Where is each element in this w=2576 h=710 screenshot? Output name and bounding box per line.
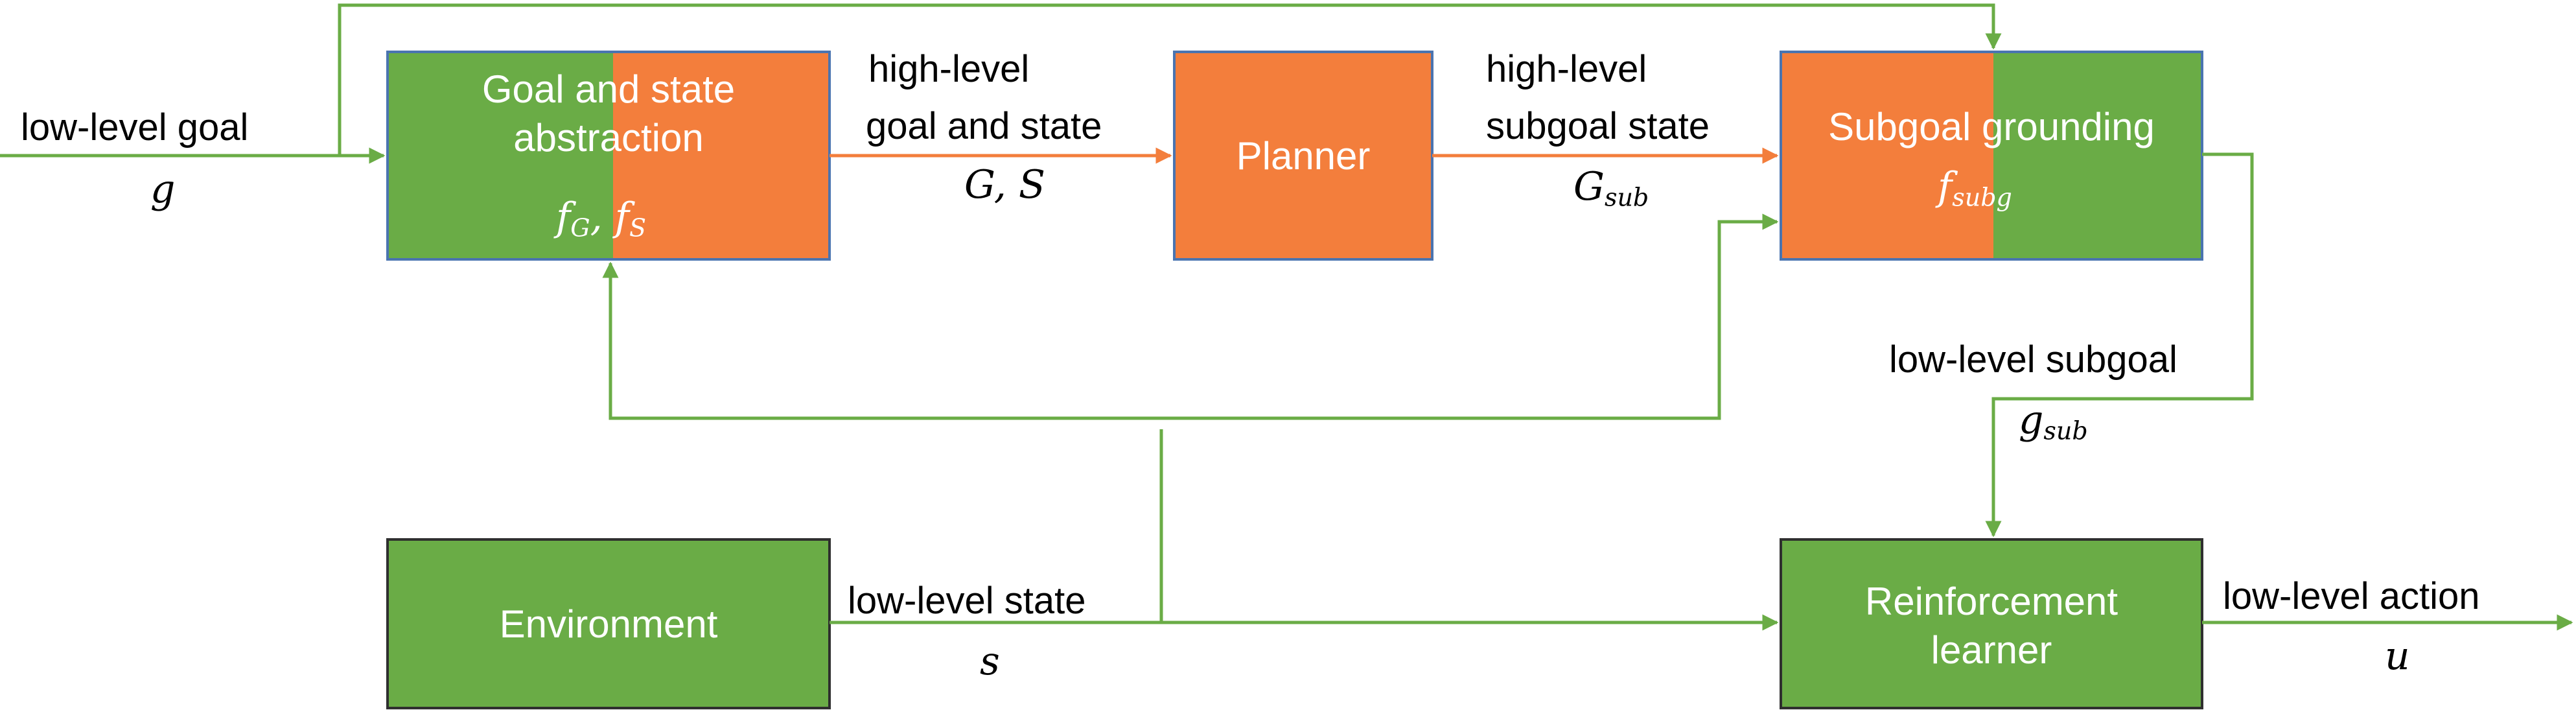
input-goal-label: low-level goal xyxy=(21,106,249,148)
grounding-function: fsubg xyxy=(1938,164,2012,212)
environment-box xyxy=(386,538,831,709)
abstraction-function: fG, fS xyxy=(556,195,646,243)
planner-box xyxy=(1173,51,1433,261)
input-goal-symbol: g xyxy=(150,167,176,212)
low-state-label: low-level state xyxy=(848,580,1086,622)
subgoal-state-label-line1: high-level xyxy=(1486,48,1647,90)
low-subgoal-symbol: gsub xyxy=(2019,397,2088,445)
top-bypass-arrow xyxy=(338,3,2002,156)
learner-label-line1: Reinforcement xyxy=(1864,580,2118,623)
action-symbol: u xyxy=(2385,633,2410,679)
action-label: low-level action xyxy=(2223,575,2480,617)
subgoal-state-label-line2: subgoal state xyxy=(1486,105,1710,147)
subgoal-state-symbol: Gsub xyxy=(1573,164,1649,212)
grounding-to-learner-arrow xyxy=(1985,152,2254,538)
learner-label: Reinforcement learner xyxy=(1781,564,2202,687)
environment-label: Environment xyxy=(499,602,718,646)
abstraction-label-line1: Goal and state xyxy=(482,67,736,111)
state-to-grounding-arrow xyxy=(1161,213,1779,420)
high-level-label-line2: goal and state xyxy=(866,105,1102,147)
grounding-label: Subgoal grounding xyxy=(1828,104,2155,148)
high-level-symbol: G, S xyxy=(964,162,1046,207)
state-to-abstraction-arrow xyxy=(602,261,1161,420)
abstraction-label-line2: abstraction xyxy=(513,116,704,160)
low-subgoal-label: low-level subgoal xyxy=(1889,338,2177,381)
grounding-box xyxy=(1780,51,2203,261)
low-state-symbol: s xyxy=(980,639,1000,684)
learner-label-line2: learner xyxy=(1931,628,2052,672)
abstraction-label: Goal and state abstraction xyxy=(388,65,830,162)
planner-label: Planner xyxy=(1236,134,1371,178)
high-level-label-line1: high-level xyxy=(868,48,1030,90)
learner-box xyxy=(1780,538,2203,709)
abstraction-box xyxy=(386,51,831,261)
